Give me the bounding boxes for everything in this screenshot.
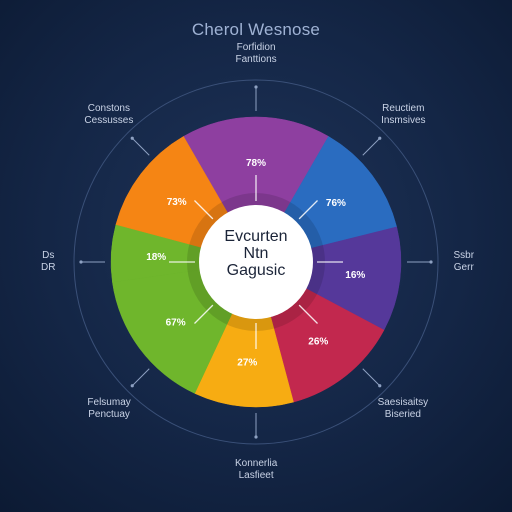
guide-line-tip: [254, 435, 258, 439]
outer-label-right-line2: Gerr: [453, 262, 474, 273]
center-hub: [199, 205, 313, 319]
center-label-line3: Gagusic: [226, 262, 286, 279]
outer-label-bottom-left: Felsumay Penctuay: [87, 397, 130, 421]
outer-label-bottom-right-line2: Biseried: [384, 409, 421, 421]
guide-line-tip: [378, 136, 382, 140]
guide-line: [362, 137, 381, 156]
diagram-title: Cherol Wesnose: [191, 20, 321, 39]
center-label-line2: Ntn: [243, 245, 269, 262]
guide-line-tip: [254, 85, 258, 89]
outer-label-bottom-right: Saesisaitsy Biseried: [378, 397, 429, 421]
spoke-line: [194, 304, 214, 324]
wheel-segment: [194, 261, 294, 408]
segment-label: 18%: [146, 252, 166, 263]
outer-label-top-right-line2: Insmsives: [381, 114, 426, 126]
outer-label-left: Ds DR: [41, 250, 55, 274]
segment-label: 27%: [237, 358, 257, 369]
guide-line-tip: [79, 260, 83, 264]
segment-label: 67%: [166, 318, 186, 329]
guide-line: [131, 137, 150, 156]
center-label: Evcurten Ntn Gagusic: [206, 228, 306, 279]
guide-line: [362, 368, 381, 387]
outer-label-top-right: Reuctiem Insmsives: [381, 103, 425, 127]
outer-label-left-line1: Ds: [42, 250, 55, 261]
guide-line-tip: [130, 384, 134, 388]
outer-label-bottom-left-line1: Felsumay: [87, 397, 131, 409]
spoke-line: [194, 200, 214, 220]
segment-label: 76%: [326, 198, 346, 209]
guide-line-tip: [429, 260, 433, 264]
spoke-line: [298, 200, 318, 220]
guide-line-tip: [130, 136, 134, 140]
outer-label-top-left-line2: Cessusses: [84, 114, 134, 126]
outer-label-left-line2: DR: [41, 262, 56, 273]
outer-label-bottom-right-line1: Saesisaitsy: [377, 397, 429, 409]
outer-label-right: Ssbr Gerr: [454, 250, 475, 274]
segment-label: 73%: [167, 197, 187, 208]
wheel-segment: [255, 226, 402, 331]
outer-label-top-line2: Fanttions: [235, 54, 277, 65]
center-spokes: [169, 175, 343, 349]
segment-labels: 78% 76% 16% 26% 27% 67% 18% 73%: [146, 158, 365, 369]
center-label-line1: Evcurten: [224, 228, 288, 245]
guide-lines: [73, 79, 439, 445]
outer-label-bottom-line1: Konnerlia: [235, 458, 278, 469]
outer-label-top: Forfidion Fanttions: [236, 42, 277, 66]
guide-line: [131, 368, 150, 387]
outer-label-top-left-line1: Constons: [87, 102, 130, 114]
segment-label: 26%: [308, 336, 328, 347]
outer-label-top-left: Constons Cessusses: [84, 103, 133, 127]
outer-label-bottom: Konnerlia Lasfieet: [235, 458, 277, 482]
outer-label-top-line1: Forfidion: [236, 42, 276, 53]
outer-label-right-line1: Ssbr: [453, 250, 475, 261]
outer-label-top-right-line1: Reuctiem: [382, 102, 425, 114]
guide-ring: [73, 79, 439, 445]
guide-line-tip: [378, 384, 382, 388]
segment-label: 78%: [246, 158, 266, 169]
spoke-line: [298, 304, 318, 324]
segment-label: 16%: [345, 270, 365, 281]
outer-label-bottom-line2: Lasfieet: [238, 470, 274, 481]
outer-label-bottom-left-line2: Penctuay: [88, 409, 130, 421]
